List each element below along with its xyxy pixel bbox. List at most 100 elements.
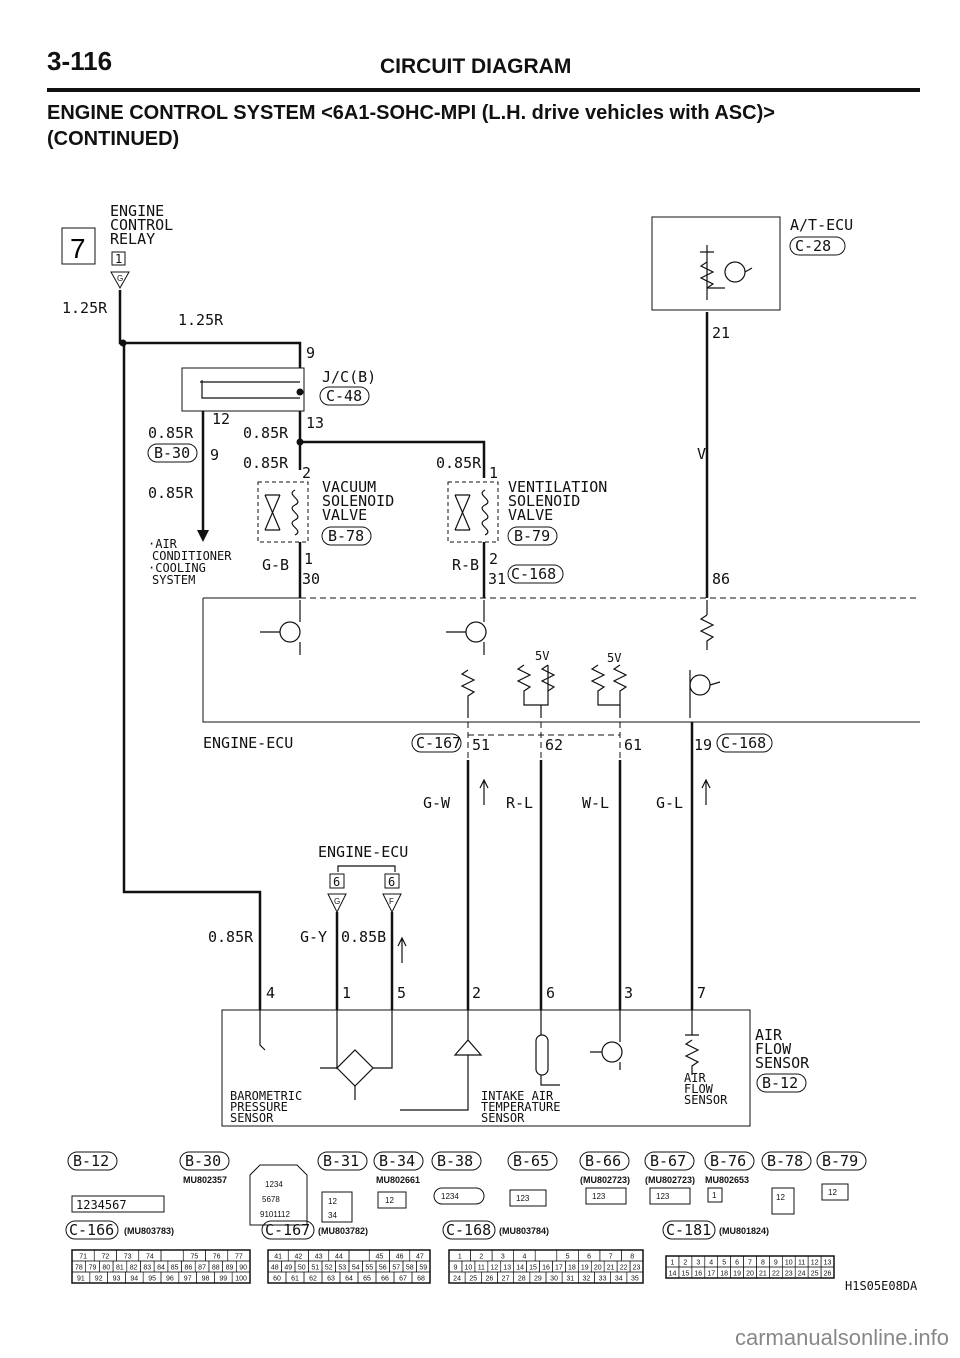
relay-conn-marker: [110, 271, 130, 290]
c167-pin-label: 52: [325, 1265, 333, 1272]
vent-coil-symbol: [481, 489, 489, 536]
jc-conn-outline: [319, 386, 370, 406]
diagram-subtitle: ENGINE CONTROL SYSTEM <6A1-SOHC-MPI (L.H…: [47, 102, 775, 124]
c168-pin-label: 35: [631, 1276, 639, 1283]
ecu2-wires: [335, 912, 394, 1010]
c181-pin-label: 3: [696, 1260, 700, 1267]
wire-085r-f: 0.85R: [208, 928, 254, 946]
c181-pin-label: 4: [709, 1260, 713, 1267]
sensor-pin-6: 6: [546, 984, 555, 1002]
b30-pins-r1: 1234: [265, 1180, 283, 1189]
c168-pin-label: 14: [516, 1265, 524, 1272]
c166-pin-label: 99: [219, 1276, 227, 1283]
svg-text:B-30: B-30: [185, 1152, 221, 1170]
conn-label-b67: B-67: [644, 1151, 695, 1171]
sensor-pin-2: 2: [472, 984, 481, 1002]
jc-box: [181, 367, 305, 412]
ecu-right-elements: [689, 600, 721, 718]
pin61: 61: [624, 736, 642, 754]
c181-pin-label: 6: [735, 1260, 739, 1267]
jc-inner: [201, 380, 300, 399]
c166-pin-label: 93: [113, 1276, 121, 1283]
b30-pins-r3: 9101112: [260, 1210, 291, 1219]
c181-pin-label: 5: [722, 1260, 726, 1267]
aircon-note-line4: SYSTEM: [152, 573, 195, 587]
c167-pin-label: 46: [396, 1254, 404, 1261]
c166-pin-label: 90: [239, 1265, 247, 1272]
c168-pin-label: 25: [469, 1276, 477, 1283]
c168-pin-label: 9: [454, 1265, 458, 1272]
c167-pin-label: 41: [274, 1254, 282, 1261]
c168-pin-label: 3: [501, 1254, 505, 1261]
b30-pins-r2: 5678: [262, 1195, 280, 1204]
aircon-note-line2: CONDITIONER: [152, 549, 232, 563]
wire-085r-a: 0.85R: [148, 424, 194, 442]
svg-text:B-12: B-12: [73, 1152, 109, 1170]
c166-pin-label: 71: [79, 1254, 87, 1261]
sensor-pin-7: 7: [697, 984, 706, 1002]
conn-label-c167: C-167: [261, 1220, 315, 1240]
afs-inner-line2: FLOW: [684, 1082, 714, 1096]
c167-pin-label: 54: [352, 1265, 360, 1272]
c181-pin-label: 2: [683, 1260, 687, 1267]
vacuum-conn: B-78: [328, 527, 364, 545]
relay-conn-letter: G: [117, 274, 123, 283]
relay-name: ENGINE CONTROL RELAY: [110, 202, 173, 248]
pin86: 86: [712, 570, 730, 588]
aircon-arrow: [197, 530, 209, 542]
jc-name: J/C(B): [322, 368, 376, 386]
ecu-transistor-mid: [446, 600, 487, 655]
c168-pin-label: 20: [594, 1265, 602, 1272]
c166-pin-label: 81: [116, 1265, 124, 1272]
b76-part: MU802653: [705, 1175, 749, 1185]
c166-part: (MU803783): [124, 1226, 174, 1236]
ecu-name: ENGINE-ECU: [203, 734, 293, 752]
watermark: carmanualsonline.info: [735, 1325, 950, 1350]
wire-gy: G-Y: [300, 928, 327, 946]
pin31: 31: [488, 570, 506, 588]
c168-pin-label: 5: [566, 1254, 570, 1261]
vent-name-line3: VALVE: [508, 506, 553, 524]
c168-pin-label: 10: [465, 1265, 473, 1272]
c166-pin-label: 82: [130, 1265, 138, 1272]
c166-pin-label: 77: [235, 1254, 243, 1261]
c166-pin-label: 100: [235, 1276, 247, 1283]
wire-125r-a: 1.25R: [62, 299, 108, 317]
conn-label-c181: C-181: [662, 1220, 716, 1240]
b30-pin: 9: [210, 446, 219, 464]
vacuum-conn-outline: [321, 526, 372, 546]
wire-gl: G-L: [656, 794, 683, 812]
relay-name-line3: RELAY: [110, 230, 155, 248]
c181-pin-label: 26: [824, 1271, 832, 1278]
page-title: CIRCUIT DIAGRAM: [380, 55, 572, 78]
c168-pin-label: 30: [550, 1276, 558, 1283]
c181-pin-label: 20: [746, 1271, 754, 1278]
wire-gb-label: G-B: [262, 556, 289, 574]
conn-label-b30: B-30: [179, 1151, 230, 1171]
b67-part: (MU802723): [645, 1175, 695, 1185]
c167-pin-label: 49: [284, 1265, 292, 1272]
c167-part: (MU803782): [318, 1226, 368, 1236]
conn-label-b65: B-65: [507, 1151, 558, 1171]
header-rule: [47, 88, 920, 92]
ecu-outline: [202, 598, 920, 723]
afs-inner-line1: AIR: [684, 1071, 706, 1085]
ecu-resistor-group: [460, 664, 628, 718]
feed-wire-left: [122, 343, 262, 1010]
c167-pin-label: 53: [338, 1265, 346, 1272]
b38-pins: 1234: [441, 1192, 459, 1201]
conn-c168-b-outline: [716, 733, 773, 753]
c168-pin-label: 28: [518, 1276, 526, 1283]
ecu2-pin-b-box: [384, 873, 400, 889]
iat-name-line1: INTAKE AIR: [481, 1089, 554, 1103]
conn-label-b79: B-79: [816, 1151, 867, 1171]
wire-125r-b: 1.25R: [178, 311, 224, 329]
conn-label-b76: B-76: [704, 1151, 755, 1171]
conn-label-b38: B-38: [431, 1151, 482, 1171]
c168-pin-label: 27: [502, 1276, 510, 1283]
ecu-transistor-left: [260, 600, 301, 655]
conn-label-b78: B-78: [761, 1151, 812, 1171]
vent-name-line1: VENTILATION: [508, 478, 607, 496]
ecu2-f-marker: [382, 893, 402, 914]
c167-pin-label: 58: [406, 1265, 414, 1272]
